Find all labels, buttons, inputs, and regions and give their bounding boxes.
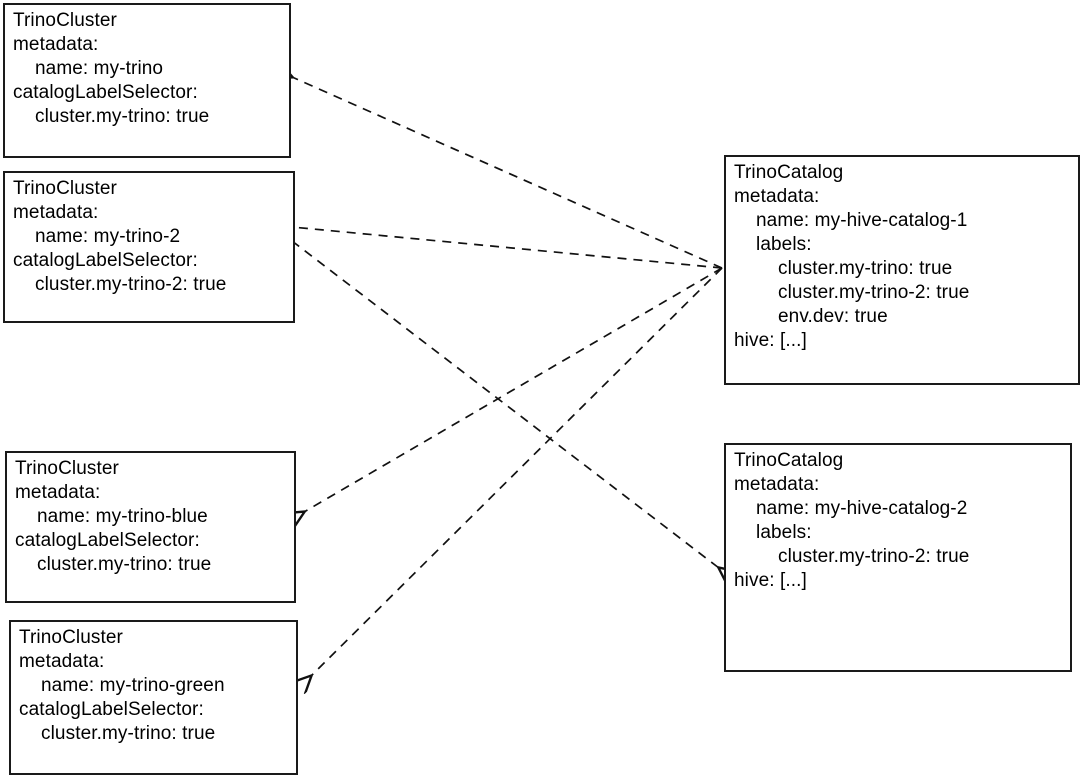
catalog-metadata-label: metadata: [734,186,820,207]
catalog-kind-label: TrinoCatalog [734,450,844,471]
catalog-connector-value: hive: [...] [734,570,807,591]
cluster-box-my-trino-2[interactable]: TrinoCluster metadata: name: my-trino-2 … [3,171,295,323]
cluster-name-value: name: my-trino [35,58,164,79]
cluster-selector-value: cluster.my-trino: true [37,554,212,575]
cluster-selector-label: catalogLabelSelector: [13,250,198,271]
cluster-box-my-trino-green[interactable]: TrinoCluster metadata: name: my-trino-gr… [9,620,298,775]
cluster-metadata-label: metadata: [15,482,101,503]
catalog-metadata-label: metadata: [734,474,820,495]
catalog-box-my-hive-catalog-1[interactable]: TrinoCatalog metadata: name: my-hive-cat… [724,155,1080,385]
catalog-name-value: name: my-hive-catalog-1 [756,210,968,231]
cluster-selector-label: catalogLabelSelector: [19,699,204,720]
cluster-kind-label: TrinoCluster [19,627,123,648]
cluster-kind-label: TrinoCluster [13,10,117,31]
catalog-box-my-hive-catalog-2[interactable]: TrinoCatalog metadata: name: my-hive-cat… [724,443,1072,672]
cluster-metadata-label: metadata: [13,34,99,55]
cluster-box-my-trino[interactable]: TrinoCluster metadata: name: my-trino ca… [3,3,291,158]
catalog-kind-label: TrinoCatalog [734,162,844,183]
catalog-labels-label: labels: [756,522,812,543]
arrow-catalog1-to-cluster-my-trino-2 [292,227,723,269]
catalog-label-entry: env.dev: true [778,306,888,327]
cluster-selector-label: catalogLabelSelector: [15,530,200,551]
cluster-name-value: name: my-trino-blue [37,506,208,527]
cluster-metadata-label: metadata: [13,202,99,223]
arrow-catalog1-to-cluster-my-trino [292,77,723,269]
catalog-connector-value: hive: [...] [734,330,807,351]
catalog-label-entry: cluster.my-trino-2: true [778,546,970,567]
cluster-selector-value: cluster.my-trino: true [41,723,216,744]
catalog-label-entry: cluster.my-trino: true [778,258,953,279]
arrow-catalog1-to-cluster-my-trino-green [311,267,723,676]
cluster-box-my-trino-blue[interactable]: TrinoCluster metadata: name: my-trino-bl… [5,451,296,603]
cluster-kind-label: TrinoCluster [13,178,117,199]
arrow-catalog1-to-cluster-my-trino-blue [304,267,723,512]
cluster-selector-value: cluster.my-trino-2: true [35,274,227,295]
cluster-name-value: name: my-trino-2 [35,226,181,247]
catalog-labels-label: labels: [756,234,812,255]
cluster-name-value: name: my-trino-green [41,675,225,696]
catalog-name-value: name: my-hive-catalog-2 [756,498,968,519]
arrow-cluster-my-trino-2-to-catalog2 [291,240,719,568]
catalog-label-entry: cluster.my-trino-2: true [778,282,970,303]
cluster-selector-value: cluster.my-trino: true [35,106,210,127]
cluster-metadata-label: metadata: [19,651,105,672]
cluster-kind-label: TrinoCluster [15,458,119,479]
cluster-selector-label: catalogLabelSelector: [13,82,198,103]
